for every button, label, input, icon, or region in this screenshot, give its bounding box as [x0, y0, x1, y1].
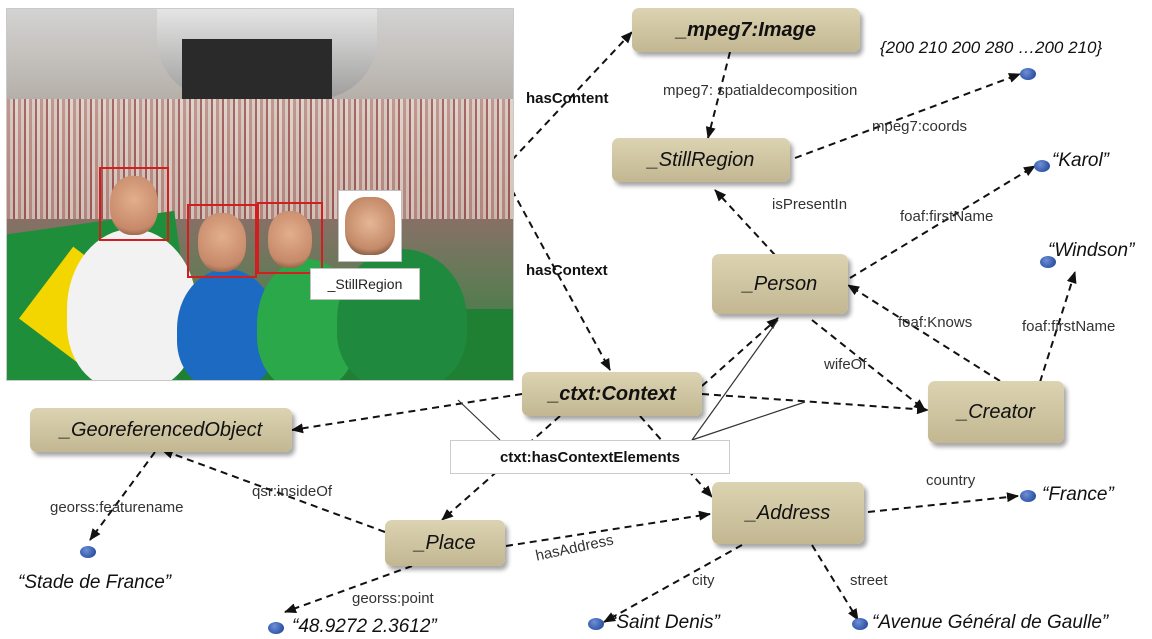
person-1-body	[67, 229, 197, 380]
literal-point-dot	[268, 622, 284, 634]
label-street: street	[850, 572, 888, 589]
literal-stade: “Stade de France”	[18, 572, 172, 593]
label-country: country	[926, 472, 976, 489]
literal-coords-dot	[1020, 68, 1036, 80]
edge-point	[284, 565, 413, 613]
node-place: _Place	[385, 520, 505, 566]
literal-france: “France”	[1042, 484, 1114, 505]
label-spatial-decomposition: mpeg7: spatialdecomposition	[663, 82, 858, 99]
literal-france-dot	[1020, 490, 1036, 502]
edge-context-person	[701, 317, 779, 387]
literal-windson: “Windson”	[1048, 240, 1135, 261]
edge-wife-of	[811, 319, 926, 411]
edge-featurename	[89, 451, 156, 541]
literal-karol: “Karol”	[1052, 150, 1110, 171]
label-point: georss:point	[352, 590, 434, 607]
face-region-1	[99, 167, 169, 241]
edge-first-name-person	[849, 165, 1036, 279]
context-elements-pointer-right	[691, 401, 806, 441]
face-region-3	[257, 202, 323, 274]
edge-city	[603, 544, 743, 623]
face-region-2	[187, 204, 257, 278]
label-coords: mpeg7:coords	[872, 118, 968, 135]
node-creator: _Creator	[928, 381, 1064, 443]
edge-spatial-decomposition	[705, 51, 731, 139]
concert-photo	[6, 8, 514, 381]
crowd-background	[7, 99, 513, 219]
literal-point: “48.9272 2.3612”	[292, 616, 437, 637]
still-region-thumbnail	[338, 190, 402, 262]
label-has-context: hasContext	[526, 262, 608, 279]
label-first-name-person: foaf:firstName	[900, 208, 994, 225]
edge-context-georef	[291, 393, 523, 434]
node-mpeg7-image: _mpeg7:Image	[632, 8, 860, 52]
stage-screen	[182, 39, 332, 99]
label-is-present-in: isPresentIn	[772, 196, 848, 213]
literal-windson-dot	[1040, 256, 1056, 268]
context-elements-pointer-mid	[691, 319, 779, 441]
node-still-region: _StillRegion	[612, 138, 790, 182]
literal-avenue-dot	[852, 618, 868, 630]
edge-inside-of	[161, 449, 386, 533]
literal-saint-denis: “Saint Denis”	[610, 612, 720, 633]
context-elements-label: ctxt:hasContextElements	[450, 440, 730, 474]
label-wife-of: wifeOf	[824, 356, 867, 373]
label-knows: foaf:Knows	[898, 314, 973, 331]
node-georeferenced-object: _GeoreferencedObject	[30, 408, 292, 452]
edge-knows	[847, 284, 1001, 382]
label-featurename: georss:featurename	[50, 499, 184, 516]
literal-saint-denis-dot	[588, 618, 604, 630]
edge-context-creator	[701, 393, 929, 415]
context-elements-pointer-left	[457, 399, 501, 441]
literal-stade-dot	[80, 546, 96, 558]
label-first-name-creator: foaf:firstName	[1022, 318, 1116, 335]
edge-has-address	[505, 510, 711, 547]
edge-coords	[794, 73, 1021, 159]
label-has-content: hasContent	[526, 90, 609, 107]
node-person: _Person	[712, 254, 848, 314]
literal-karol-dot	[1034, 160, 1050, 172]
edge-first-name-creator	[1039, 271, 1077, 383]
label-city: city	[692, 572, 715, 589]
still-region-caption: _StillRegion	[310, 268, 420, 300]
edge-has-content	[511, 31, 633, 161]
node-address: _Address	[712, 482, 864, 544]
edge-has-context	[511, 189, 611, 371]
edge-street	[811, 544, 859, 621]
edge-is-present-in	[714, 189, 776, 256]
edge-country	[867, 492, 1019, 513]
node-ctxt-context: _ctxt:Context	[522, 372, 702, 416]
label-inside-of: qsr:insideOf	[252, 483, 333, 500]
literal-avenue: “Avenue Général de Gaulle”	[872, 612, 1109, 633]
literal-coords: {200 210 200 280 …200 210}	[880, 38, 1103, 57]
